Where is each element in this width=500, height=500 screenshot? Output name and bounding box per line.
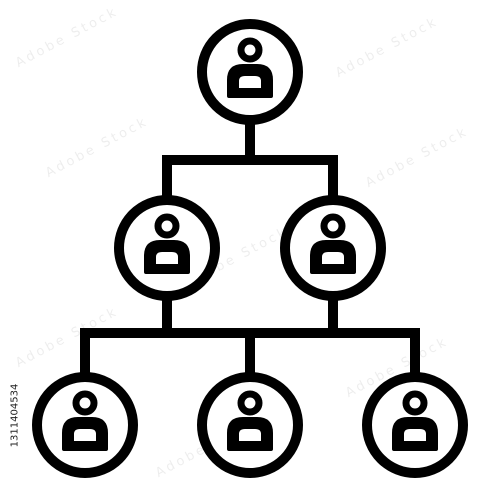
org-node-level2-left <box>119 200 215 296</box>
org-node-level2-right <box>285 200 381 296</box>
org-node-root <box>202 24 298 120</box>
person-icon <box>202 377 298 473</box>
org-node-level3-left <box>37 377 133 473</box>
person-icon <box>367 377 463 473</box>
org-node-level3-right <box>367 377 463 473</box>
person-icon <box>202 24 298 120</box>
person-icon <box>119 200 215 296</box>
org-node-level3-center <box>202 377 298 473</box>
person-icon <box>37 377 133 473</box>
stock-id-label: 1311404534 <box>9 383 21 448</box>
person-icon <box>285 200 381 296</box>
connector-line <box>162 155 338 200</box>
